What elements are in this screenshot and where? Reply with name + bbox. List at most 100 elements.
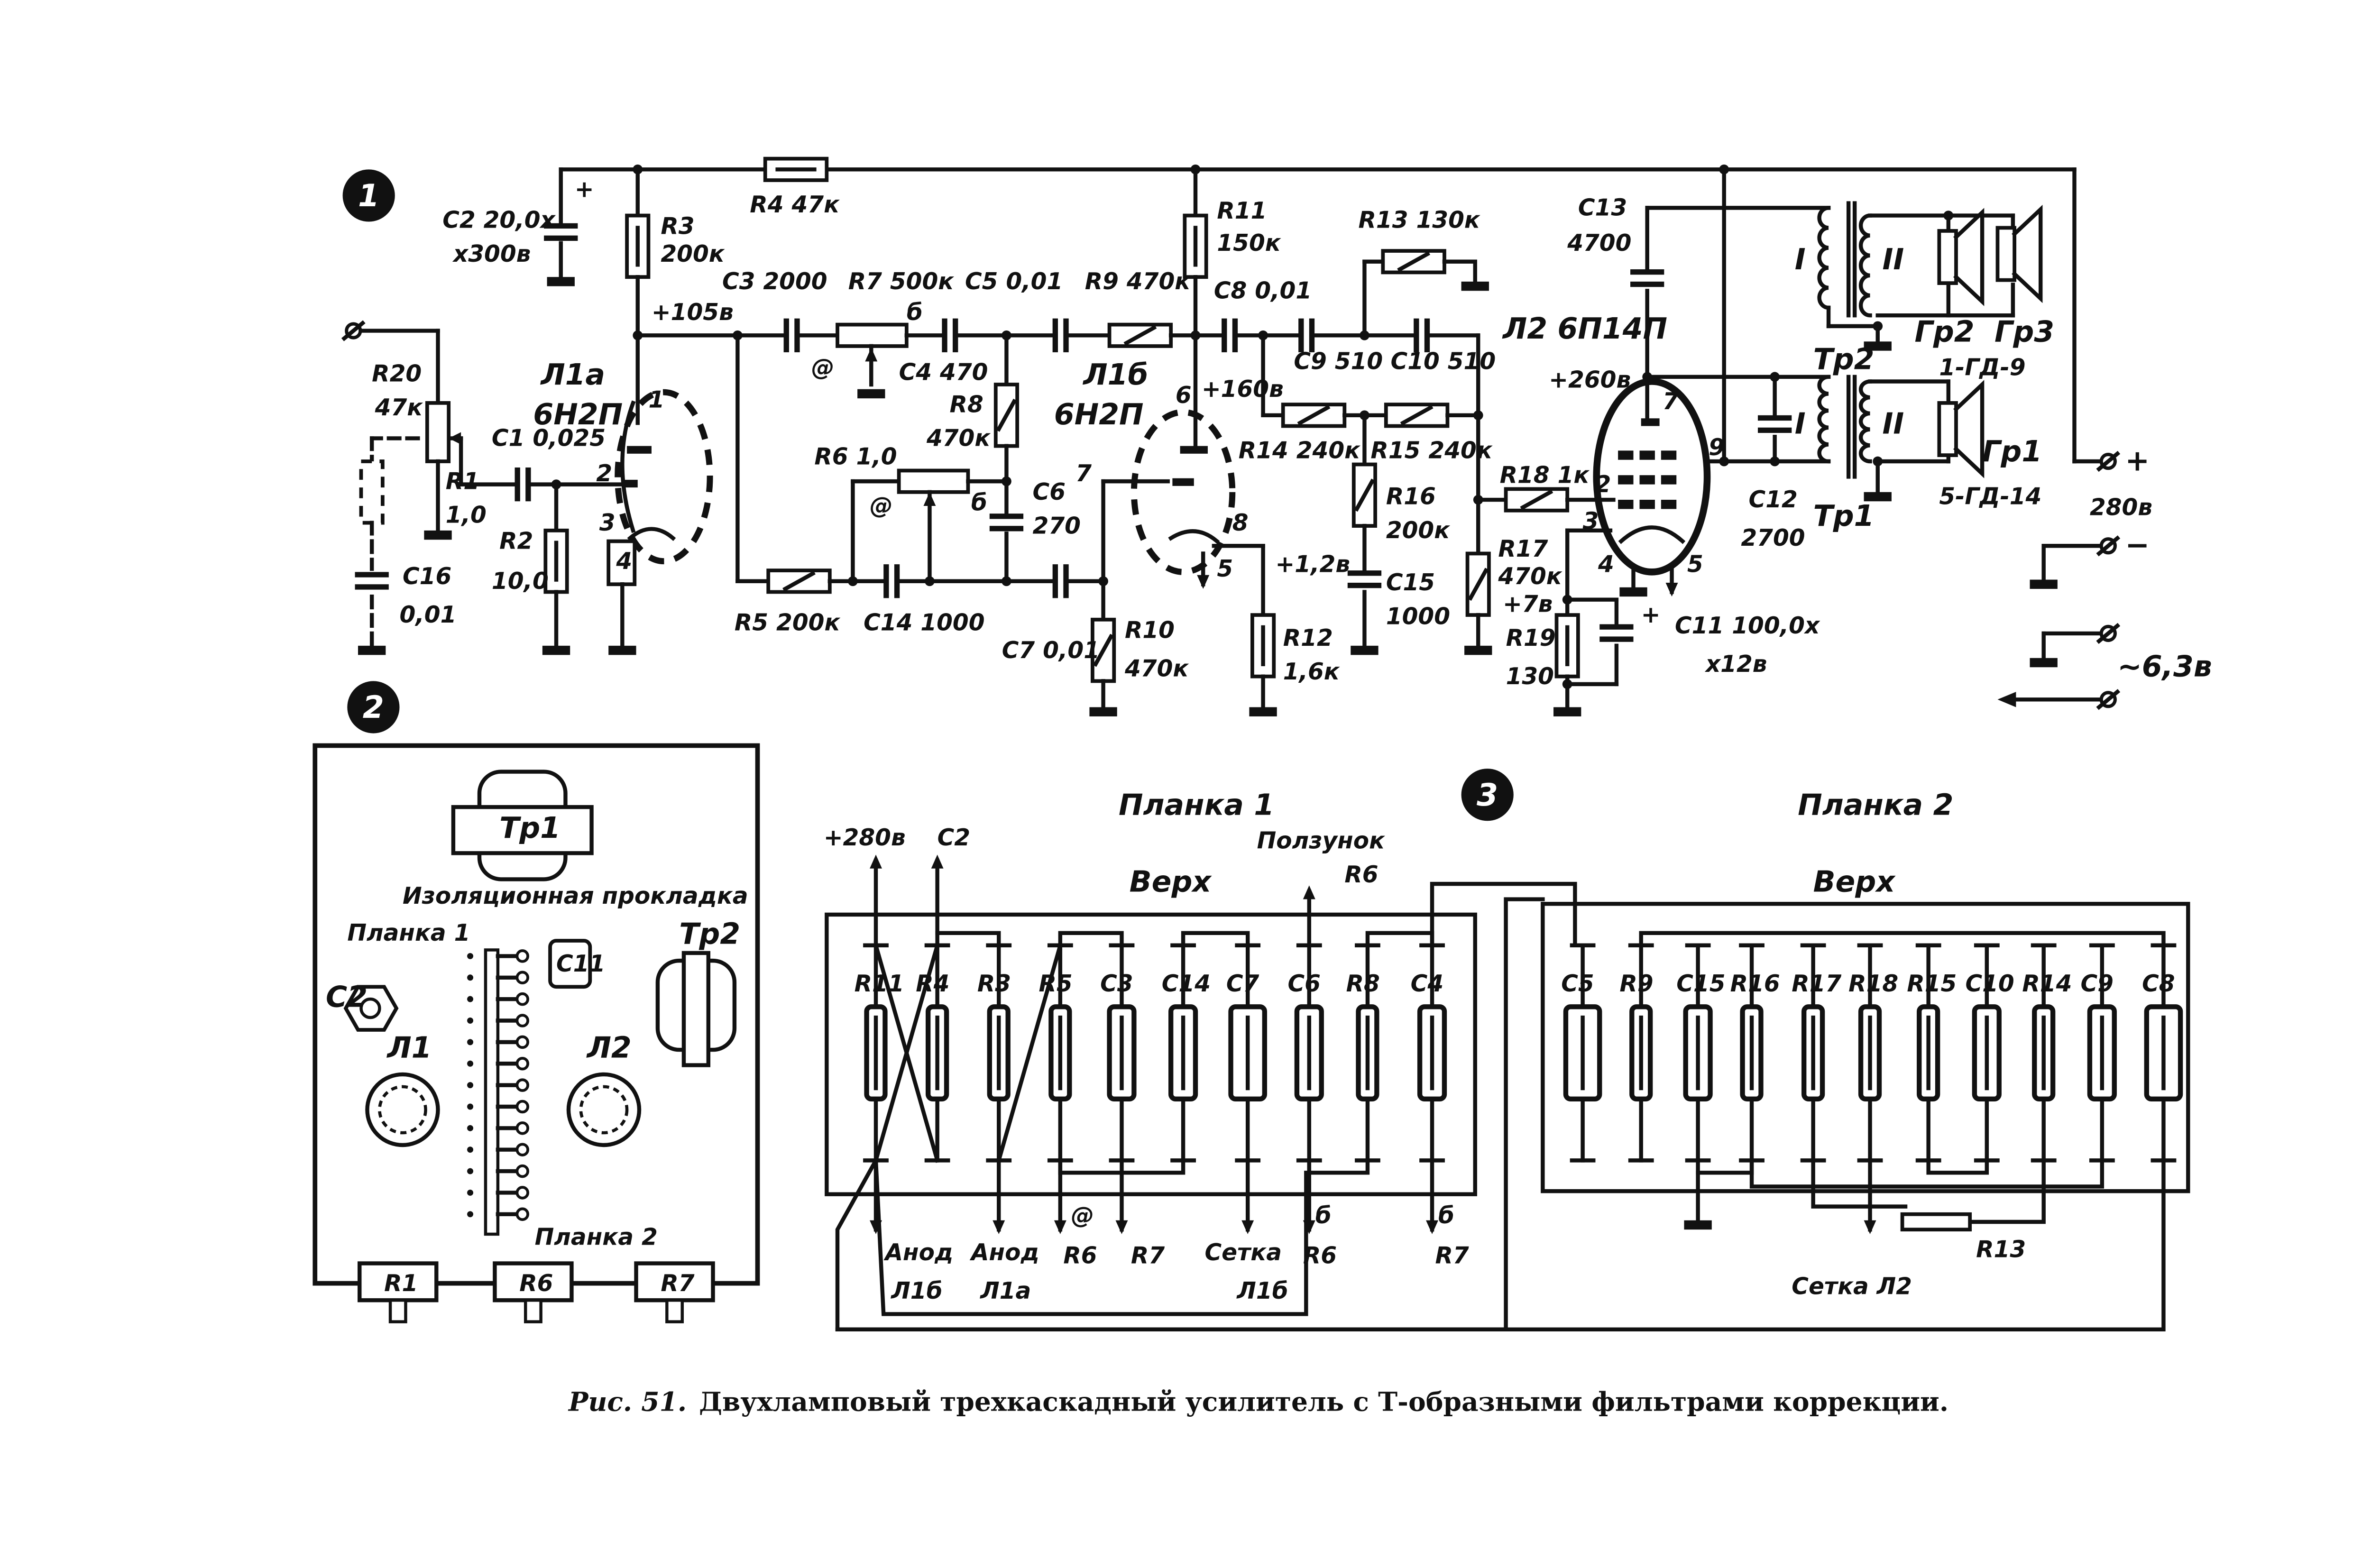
label-l2-pin-9: 9 xyxy=(1709,434,1725,461)
c7-capacitor xyxy=(1063,564,1069,598)
label-r12: R12 xyxy=(1283,625,1333,651)
wire xyxy=(1123,325,1157,346)
label-r19: R19 xyxy=(1506,625,1556,651)
label-l2-pin-7: 7 xyxy=(1663,388,1679,415)
l2-cathode xyxy=(1618,525,1686,544)
label-c12-value: 2700 xyxy=(1741,525,1805,551)
label-layout-strip2: Планка 2 xyxy=(535,1224,658,1251)
c4-capacitor xyxy=(953,318,958,352)
strip-terminal xyxy=(515,1164,529,1178)
label-c2: C2 20,0x xyxy=(442,207,556,233)
arrowhead xyxy=(1303,885,1315,899)
label-r12-value: 1,6к xyxy=(1283,659,1340,685)
c11-capacitor xyxy=(1599,624,1634,630)
label-tr1: Тр1 xyxy=(1813,499,1875,533)
arrowhead xyxy=(1426,1220,1438,1234)
label-pin-6: 6 xyxy=(1176,382,1192,409)
label-c15: C15 xyxy=(1386,569,1435,596)
strip-terminal xyxy=(467,974,474,981)
tr2-primary xyxy=(1817,206,1831,310)
c7-capacitor xyxy=(1052,564,1058,598)
label-r17-value: 470к xyxy=(1498,563,1562,590)
c5-capacitor xyxy=(1063,318,1069,352)
strip-terminal xyxy=(467,1168,474,1174)
label-gr1-type: 5-ГД-14 xyxy=(1939,484,2041,510)
label-r11: R11 xyxy=(1217,198,1267,224)
l2-tube xyxy=(1593,378,1711,576)
label-tr1-secondary: II xyxy=(1882,407,1904,441)
strip-terminal xyxy=(467,1189,474,1196)
wire xyxy=(1749,1158,2104,1189)
c13-capacitor xyxy=(1630,281,1664,287)
ground-symbol xyxy=(1619,587,1647,597)
label-r13: R13 130к xyxy=(1359,207,1480,233)
wire xyxy=(1468,568,1489,601)
label-tr2-secondary: II xyxy=(1882,242,1904,276)
strip-terminal xyxy=(515,971,529,985)
strip-terminal xyxy=(515,1143,529,1156)
c13-capacitor xyxy=(1630,269,1664,275)
label-layout-r1: R1 xyxy=(384,1270,418,1297)
label-105v: +105в xyxy=(652,299,734,326)
label-gr2-gr3-type: 1-ГД-9 xyxy=(1939,355,2025,381)
ground-symbol xyxy=(2030,579,2058,589)
label-slider-r6: R6 xyxy=(1344,862,1378,888)
label-r6-mark-b: б xyxy=(971,490,987,516)
label-b-r7: R7 xyxy=(1435,1243,1469,1269)
junction-dot xyxy=(1190,330,1201,340)
c1-capacitor xyxy=(515,467,520,502)
ground-symbol xyxy=(857,389,885,399)
label-anode-l1b-sub: Л1б xyxy=(890,1278,942,1304)
label-c10: C10 510 xyxy=(1391,348,1496,375)
c6-capacitor xyxy=(989,513,1024,519)
junction-dot xyxy=(1002,476,1011,486)
layout-view-labels: Тр1 Изоляционная прокладка Планка 1 C11 … xyxy=(326,811,748,1297)
strip-part-label-c15: C15 xyxy=(1676,971,1725,997)
strip-terminal xyxy=(467,1146,474,1153)
wire xyxy=(1181,931,1250,947)
label-r5: R5 200к xyxy=(735,609,841,636)
label-c15-value: 1000 xyxy=(1386,604,1450,630)
c2-can xyxy=(343,985,399,1032)
junction-dot xyxy=(1770,456,1780,467)
label-pin-5: 5 xyxy=(1217,556,1233,582)
strip-terminal xyxy=(515,1014,529,1027)
label-r1-value: 1,0 xyxy=(446,502,487,529)
l2-anode xyxy=(1641,418,1660,426)
label-l2: Л2 6П14П xyxy=(1502,312,1667,346)
label-r7: R7 500к xyxy=(848,268,955,295)
label-pin-4: 4 xyxy=(616,548,632,575)
arrowhead xyxy=(1665,583,1678,597)
label-anode-l1a: Анод xyxy=(969,1239,1039,1266)
strip-terminal xyxy=(467,1060,474,1067)
gr1-speaker xyxy=(1953,380,1985,478)
wire xyxy=(1058,931,1124,947)
strip-terminal xyxy=(515,1121,529,1135)
label-wiring-r13: R13 xyxy=(1976,1237,2026,1263)
wire xyxy=(1430,881,1577,947)
label-c16-value: 0,01 xyxy=(400,602,457,628)
c5-capacitor xyxy=(1052,318,1058,352)
label-terminal-minus: − xyxy=(2125,528,2150,562)
l1a-cathode xyxy=(627,527,676,541)
c8-capacitor xyxy=(1222,318,1227,352)
strip-terminal xyxy=(467,1039,474,1045)
label-layout-tr1: Тр1 xyxy=(499,811,561,845)
strip-part-label-c4: C4 xyxy=(1411,971,1443,997)
label-layout-strip1: Планка 1 xyxy=(347,920,470,946)
label-b-r7-mark: б xyxy=(1438,1202,1454,1229)
wire xyxy=(1811,1158,1908,1209)
badge-1-label: 1 xyxy=(358,178,379,214)
caption-text: Двухламповый трехкаскадный усилитель с Т… xyxy=(699,1386,1948,1417)
label-r2-value: 10,0 xyxy=(492,568,549,595)
l2-grid-3 xyxy=(1661,500,1677,509)
label-c2-plus: + xyxy=(575,176,594,203)
c12-capacitor xyxy=(1758,415,1792,421)
junction-dot xyxy=(1473,410,1483,421)
label-7v: +7в xyxy=(1503,591,1553,618)
ground-symbol xyxy=(1461,281,1489,291)
arrowhead xyxy=(923,492,936,506)
c15-capacitor xyxy=(1347,570,1382,576)
badge-2: 2 xyxy=(347,681,400,734)
